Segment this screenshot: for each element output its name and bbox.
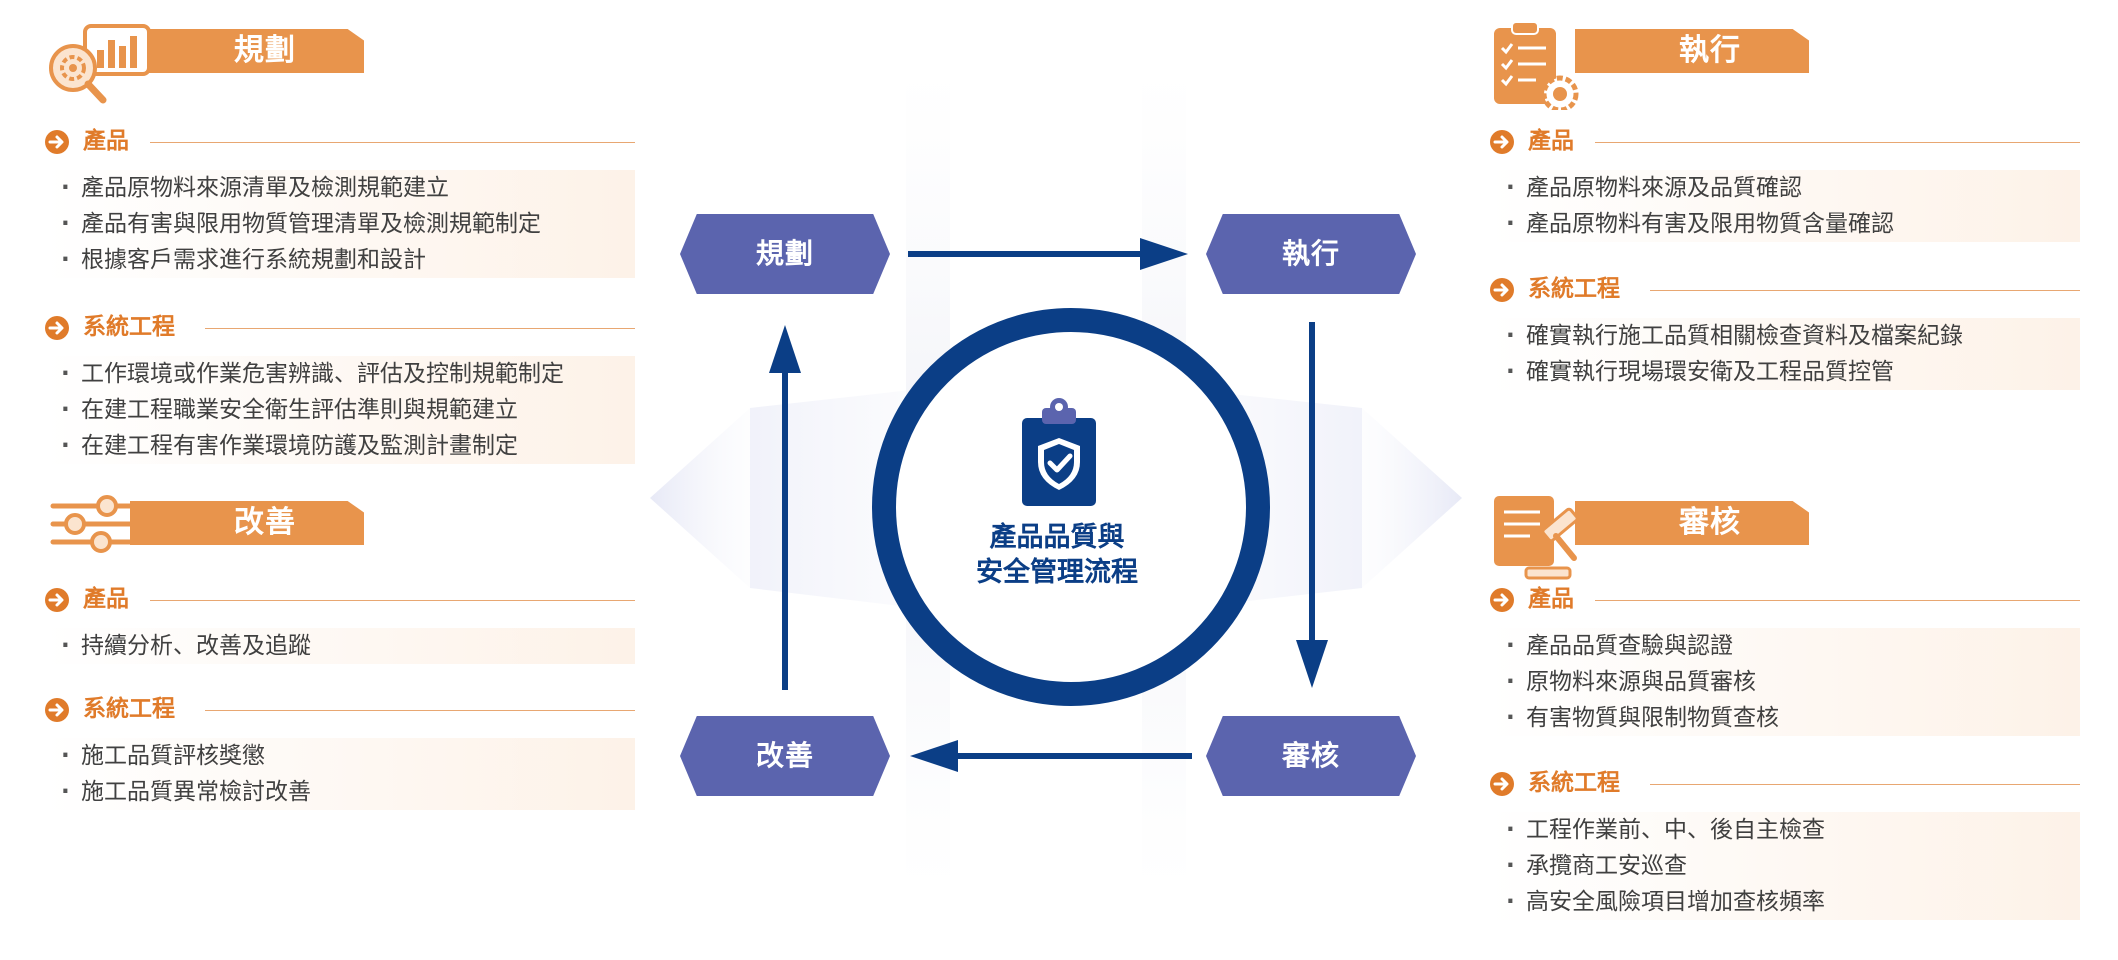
list-item: 根據客戶需求進行系統規劃和設計 bbox=[45, 242, 635, 278]
document-gavel-icon bbox=[1494, 496, 1579, 580]
improve-system-list: 施工品質評核獎懲 施工品質異常檢討改善 bbox=[45, 738, 635, 810]
divider bbox=[150, 600, 635, 601]
execute-system-label: 系統工程 bbox=[1528, 276, 1620, 302]
center-title: 產品品質與 安全管理流程 bbox=[942, 520, 1172, 590]
list-item: 確實執行施工品質相關檢查資料及檔案紀錄 bbox=[1490, 318, 2080, 354]
divider bbox=[205, 328, 635, 329]
list-item: 產品有害與限用物質管理清單及檢測規範制定 bbox=[45, 206, 635, 242]
execute-product-list: 產品原物料來源及品質確認 產品原物料有害及限用物質含量確認 bbox=[1490, 170, 2080, 242]
arrow-right-circle-icon bbox=[45, 130, 69, 154]
list-item: 產品原物料來源清單及檢測規範建立 bbox=[45, 170, 635, 206]
section-execute-header: 執行 bbox=[1490, 20, 1809, 110]
plan-system-category: 系統工程 bbox=[45, 310, 635, 344]
list-item: 持續分析、改善及追蹤 bbox=[45, 628, 635, 664]
list-item: 在建工程有害作業環境防護及監測計畫制定 bbox=[45, 428, 635, 464]
list-item: 產品原物料來源及品質確認 bbox=[1490, 170, 2080, 206]
center-title-line1: 產品品質與 bbox=[989, 522, 1125, 553]
plan-system-label: 系統工程 bbox=[83, 314, 175, 340]
bg-arrow-right bbox=[1362, 408, 1462, 588]
plan-system-list: 工作環境或作業危害辨識、評估及控制規範制定 在建工程職業安全衛生評估準則與規範建… bbox=[45, 356, 635, 464]
execute-system-category: 系統工程 bbox=[1490, 272, 2080, 306]
arrow-right-circle-icon bbox=[1490, 278, 1514, 302]
section-execute-title: 執行 bbox=[1575, 29, 1809, 73]
improve-system-category: 系統工程 bbox=[45, 692, 635, 726]
arrow-right-circle-icon bbox=[45, 316, 69, 340]
list-item: 產品原物料有害及限用物質含量確認 bbox=[1490, 206, 2080, 242]
center-title-line2: 安全管理流程 bbox=[976, 557, 1138, 588]
step-execute: 執行 bbox=[1206, 214, 1416, 294]
arrow-right-circle-icon bbox=[1490, 588, 1514, 612]
arrow-right-circle-icon bbox=[1490, 772, 1514, 796]
list-item: 施工品質異常檢討改善 bbox=[45, 774, 635, 810]
audit-system-label: 系統工程 bbox=[1528, 770, 1620, 796]
arrow-right-circle-icon bbox=[45, 588, 69, 612]
divider bbox=[1595, 600, 2080, 601]
divider bbox=[1650, 784, 2080, 785]
list-item: 承攬商工安巡查 bbox=[1490, 848, 2080, 884]
section-plan-header: 規劃 bbox=[45, 20, 364, 104]
sliders-icon bbox=[50, 495, 140, 553]
list-item: 原物料來源與品質審核 bbox=[1490, 664, 2080, 700]
section-plan-title: 規劃 bbox=[130, 29, 364, 73]
bg-arrow-left bbox=[650, 408, 750, 588]
audit-product-category: 產品 bbox=[1490, 582, 2080, 616]
step-plan: 規劃 bbox=[680, 214, 890, 294]
arrow-right-circle-icon bbox=[45, 698, 69, 722]
execute-product-label: 產品 bbox=[1528, 128, 1574, 154]
section-audit-header: 審核 bbox=[1490, 492, 1809, 580]
divider bbox=[205, 710, 635, 711]
improve-product-category: 產品 bbox=[45, 582, 635, 616]
step-audit: 審核 bbox=[1206, 716, 1416, 796]
list-item: 高安全風險項目增加查核頻率 bbox=[1490, 884, 2080, 920]
execute-product-category: 產品 bbox=[1490, 124, 2080, 158]
arrow-right-circle-icon bbox=[1490, 130, 1514, 154]
list-item: 施工品質評核獎懲 bbox=[45, 738, 635, 774]
divider bbox=[150, 142, 635, 143]
section-improve-title: 改善 bbox=[130, 501, 364, 545]
list-item: 工作環境或作業危害辨識、評估及控制規範制定 bbox=[45, 356, 635, 392]
divider bbox=[1595, 142, 2080, 143]
list-item: 產品品質查驗與認證 bbox=[1490, 628, 2080, 664]
divider bbox=[1650, 290, 2080, 291]
gear-chart-magnifier-icon bbox=[49, 24, 151, 104]
audit-product-list: 產品品質查驗與認證 原物料來源與品質審核 有害物質與限制物質查核 bbox=[1490, 628, 2080, 736]
step-improve: 改善 bbox=[680, 716, 890, 796]
improve-system-label: 系統工程 bbox=[83, 696, 175, 722]
improve-product-label: 產品 bbox=[83, 586, 129, 612]
plan-product-category: 產品 bbox=[45, 124, 635, 158]
list-item: 有害物質與限制物質查核 bbox=[1490, 700, 2080, 736]
audit-system-list: 工程作業前、中、後自主檢查 承攬商工安巡查 高安全風險項目增加查核頻率 bbox=[1490, 812, 2080, 920]
section-improve-header: 改善 bbox=[45, 492, 364, 553]
list-item: 工程作業前、中、後自主檢查 bbox=[1490, 812, 2080, 848]
improve-product-list: 持續分析、改善及追蹤 bbox=[45, 628, 635, 664]
checklist-gear-icon bbox=[1494, 21, 1579, 110]
list-item: 在建工程職業安全衛生評估準則與規範建立 bbox=[45, 392, 635, 428]
plan-product-list: 產品原物料來源清單及檢測規範建立 產品有害與限用物質管理清單及檢測規範制定 根據… bbox=[45, 170, 635, 278]
plan-product-label: 產品 bbox=[83, 128, 129, 154]
audit-system-category: 系統工程 bbox=[1490, 766, 2080, 800]
section-audit-title: 審核 bbox=[1575, 501, 1809, 545]
audit-product-label: 產品 bbox=[1528, 586, 1574, 612]
execute-system-list: 確實執行施工品質相關檢查資料及檔案紀錄 確實執行現場環安衛及工程品質控管 bbox=[1490, 318, 2080, 390]
shield-check-clipboard-icon bbox=[1022, 398, 1096, 506]
list-item: 確實執行現場環安衛及工程品質控管 bbox=[1490, 354, 2080, 390]
